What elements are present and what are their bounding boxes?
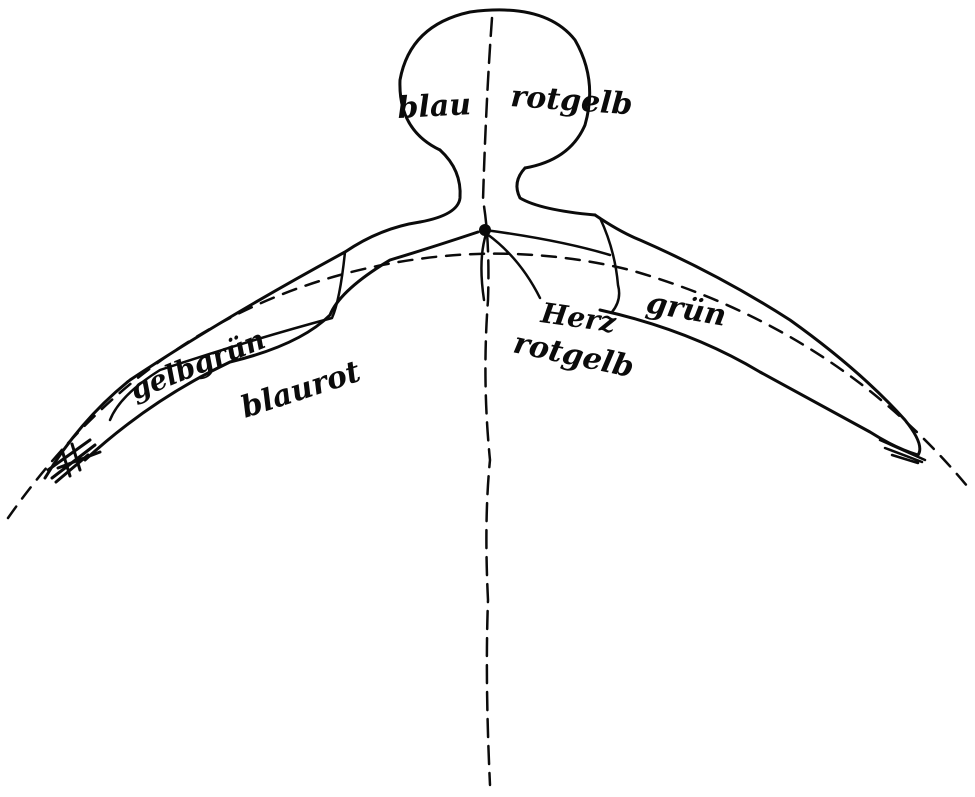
label-head-left: blau (397, 87, 472, 126)
right-arm-lower-outline (600, 310, 918, 455)
heart-down-line (481, 234, 486, 300)
label-center-lower: rotgelb (510, 326, 637, 386)
center-axis-line (483, 18, 492, 785)
label-head-right: rotgelb (509, 79, 633, 122)
neck-right-outline (517, 168, 595, 215)
label-left-arm-lower: blaurot (237, 354, 365, 425)
left-arm-lower-outline (85, 232, 478, 460)
heart-pointer-line (487, 234, 540, 298)
right-arm-upper-outline (595, 215, 920, 455)
heart-to-arm-line (485, 230, 610, 255)
neck-left-outline (420, 150, 460, 222)
